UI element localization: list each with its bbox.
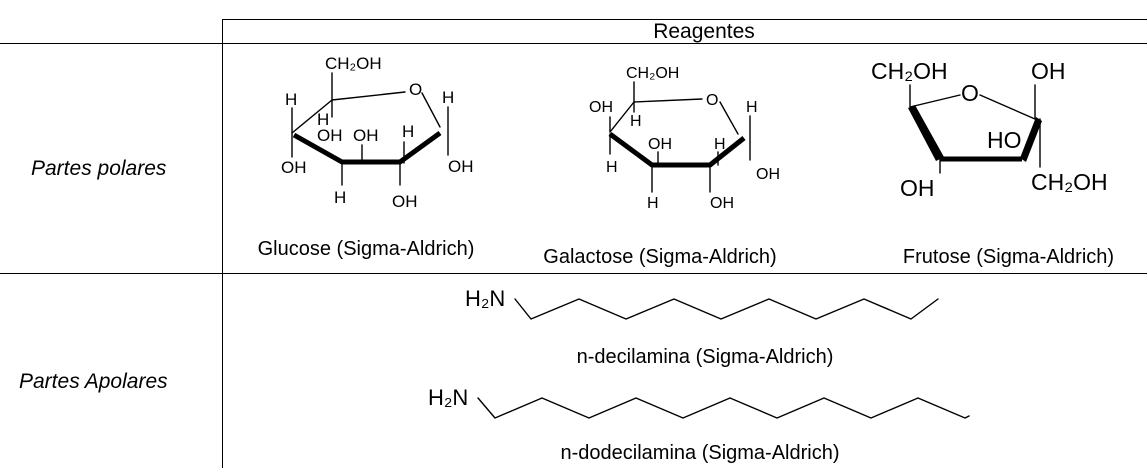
frutose-ch2oh-top-label: CH₂OH	[871, 58, 948, 84]
table-top-border	[222, 19, 1147, 20]
frutose-oh-bottom-label: OH	[900, 175, 935, 201]
galactose-ch2oh-label: CH₂OH	[626, 65, 679, 82]
table-row-border	[0, 273, 1147, 274]
table-header-border	[0, 43, 1147, 44]
glucose-h-c2-label: H	[402, 122, 414, 141]
galactose-structure: CH₂OH O OH H H H OH H OH H OH	[589, 65, 780, 212]
table-header: Reagentes	[653, 20, 755, 43]
frutose-structure: CH₂OH O OH HO OH CH₂OH	[871, 58, 1108, 201]
glucose-h-bottom-label: H	[334, 188, 346, 207]
table-column-border	[222, 19, 223, 468]
glucose-ch2oh-label: CH₂OH	[325, 54, 382, 73]
dodecilamina-structure: H₂N	[428, 385, 970, 419]
galactose-h-c4-label: H	[630, 113, 642, 130]
glucose-ring-o-label: O	[409, 80, 422, 99]
frutose-oh-top-label: OH	[1031, 58, 1066, 84]
galactose-h-right-label: H	[746, 99, 758, 116]
frutose-ring-o-label: O	[961, 80, 979, 106]
galactose-h-bottom-label: H	[647, 195, 659, 212]
glucose-oh-c3-label: OH	[353, 126, 379, 145]
decilamina-caption: n-decilamina (Sigma-Aldrich)	[576, 346, 834, 368]
glucose-structure: CH₂OH O H H H OH OH H OH OH H OH	[281, 54, 474, 211]
dodecilamina-caption: n-dodecilamina (Sigma-Aldrich)	[560, 442, 840, 464]
frutose-ho-label: HO	[987, 127, 1022, 153]
decilamina-structure: H₂N	[465, 286, 939, 320]
galactose-caption: Galactose (Sigma-Aldrich)	[543, 246, 777, 268]
decilamina-h2n-label: H₂N	[465, 286, 505, 311]
galactose-oh-c1-label: OH	[756, 166, 780, 183]
galactose-oh-bottom-label: OH	[710, 195, 734, 212]
galactose-h-c5-label: H	[606, 159, 618, 176]
dodecilamina-h2n-label: H₂N	[428, 385, 468, 410]
galactose-h-c2-label: H	[714, 136, 726, 153]
glucose-h-c4-label: H	[317, 110, 329, 129]
row-label-apolar: Partes Apolares	[19, 370, 168, 393]
glucose-oh-c4-label: OH	[317, 126, 343, 145]
frutose-ch2oh-bottom-label: CH₂OH	[1031, 169, 1108, 195]
glucose-h-left-label: H	[285, 90, 297, 109]
glucose-caption: Glucose (Sigma-Aldrich)	[257, 238, 475, 260]
galactose-ring-o-label: O	[706, 92, 718, 109]
row-label-polar: Partes polares	[31, 157, 167, 180]
glucose-oh-bottom-label: OH	[392, 192, 418, 211]
glucose-oh-c1-label: OH	[448, 157, 474, 176]
galactose-oh-c3-label: OH	[648, 136, 672, 153]
glucose-oh-left-label: OH	[281, 158, 307, 177]
galactose-oh-left-label: OH	[589, 99, 613, 116]
frutose-caption: Frutose (Sigma-Aldrich)	[902, 246, 1115, 268]
glucose-h-right-label: H	[442, 88, 454, 107]
